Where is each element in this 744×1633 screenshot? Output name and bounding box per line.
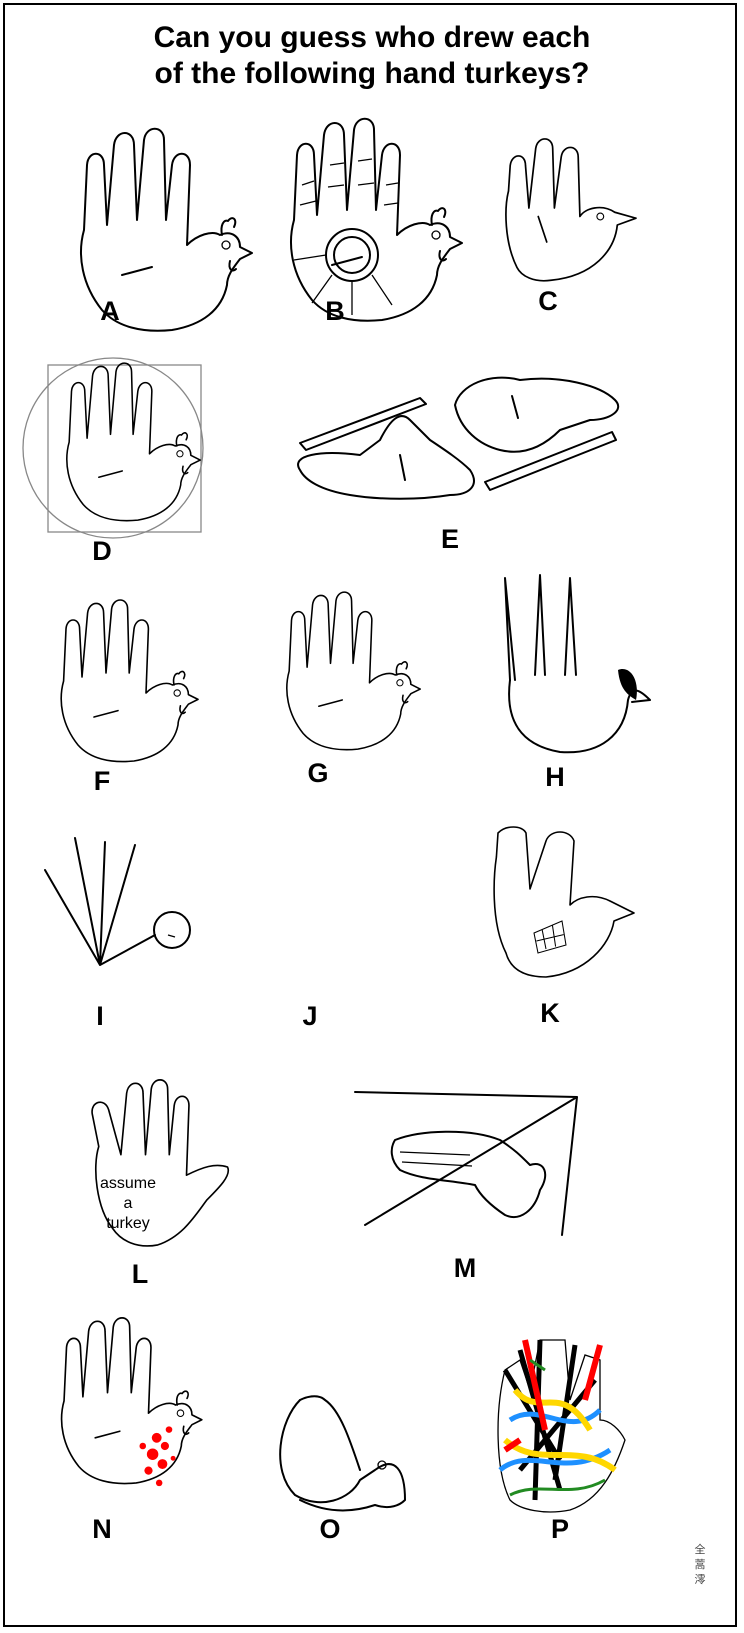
- hand-turkey-k-vulcan: [493, 826, 635, 978]
- label-p: P: [551, 1514, 569, 1544]
- hand-turkey-m-corner: [354, 1091, 578, 1236]
- label-k: K: [540, 998, 560, 1028]
- artist-signature: 全 蒿 澪: [695, 1542, 706, 1586]
- comic-title: Can you guess who drew each of the follo…: [0, 20, 744, 92]
- turkey-l-text-2: a: [124, 1195, 133, 1212]
- hand-turkey-n-headless: [60, 1317, 203, 1487]
- hand-turkey-b: [290, 117, 463, 322]
- turkey-l-text-3: turkey: [106, 1215, 150, 1232]
- label-d: D: [92, 536, 112, 566]
- label-f: F: [94, 766, 111, 796]
- hand-turkey-o-fist: [279, 1395, 406, 1512]
- label-m: M: [454, 1253, 477, 1283]
- label-i: I: [96, 1001, 104, 1031]
- hand-turkey-l-assume: [91, 1079, 230, 1247]
- label-b: B: [325, 296, 345, 326]
- hand-turkey-e-drawing-hands: [297, 376, 620, 500]
- hand-turkey-i-stick: [44, 837, 191, 966]
- hand-turkey-g: [286, 591, 421, 751]
- signature-char-1: 全: [695, 1542, 706, 1556]
- signature-char-3: 澪: [695, 1573, 706, 1586]
- hand-turkey-f: [60, 599, 199, 763]
- hand-turkey-d: [22, 357, 204, 539]
- label-c: C: [538, 286, 558, 316]
- label-o: O: [319, 1514, 340, 1544]
- blood-splatter: [139, 1426, 176, 1487]
- hand-turkey-p-scribbled: [497, 1339, 626, 1513]
- label-g: G: [307, 758, 328, 788]
- label-a: A: [100, 296, 120, 326]
- label-j-empty-drawing: J: [302, 1001, 317, 1031]
- turkey-l-text-1: assume: [100, 1175, 156, 1192]
- label-h: H: [545, 762, 565, 792]
- label-n: N: [92, 1514, 112, 1544]
- label-e: E: [441, 524, 459, 554]
- hand-turkey-c: [505, 138, 637, 282]
- title-line-2: of the following hand turkeys?: [154, 57, 590, 90]
- panel-border: [3, 3, 737, 1627]
- label-l: L: [132, 1259, 149, 1289]
- signature-char-2: 蒿: [695, 1558, 706, 1571]
- hand-turkey-h-wolverine: [504, 574, 651, 754]
- title-line-1: Can you guess who drew each: [153, 21, 591, 54]
